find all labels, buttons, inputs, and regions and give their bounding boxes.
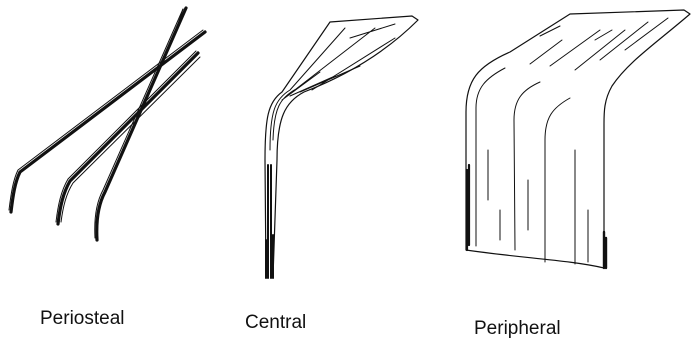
central-caption: Central — [245, 312, 306, 334]
periosteal-drawing — [9, 8, 205, 240]
periosteal-caption: Periosteal — [40, 308, 125, 330]
periosteal-fiber-2-edge-b — [61, 57, 200, 222]
peripheral-drawing — [466, 10, 690, 268]
central-outline — [265, 16, 418, 277]
peripheral-caption: Peripheral — [474, 318, 561, 340]
central-drawing — [265, 16, 418, 278]
central-fiber-lines — [270, 24, 395, 150]
periosteal-fiber-3 — [97, 8, 186, 240]
peripheral-left-edge — [467, 165, 469, 250]
central-trunk — [266, 165, 273, 278]
peripheral-right-edge — [604, 232, 606, 268]
